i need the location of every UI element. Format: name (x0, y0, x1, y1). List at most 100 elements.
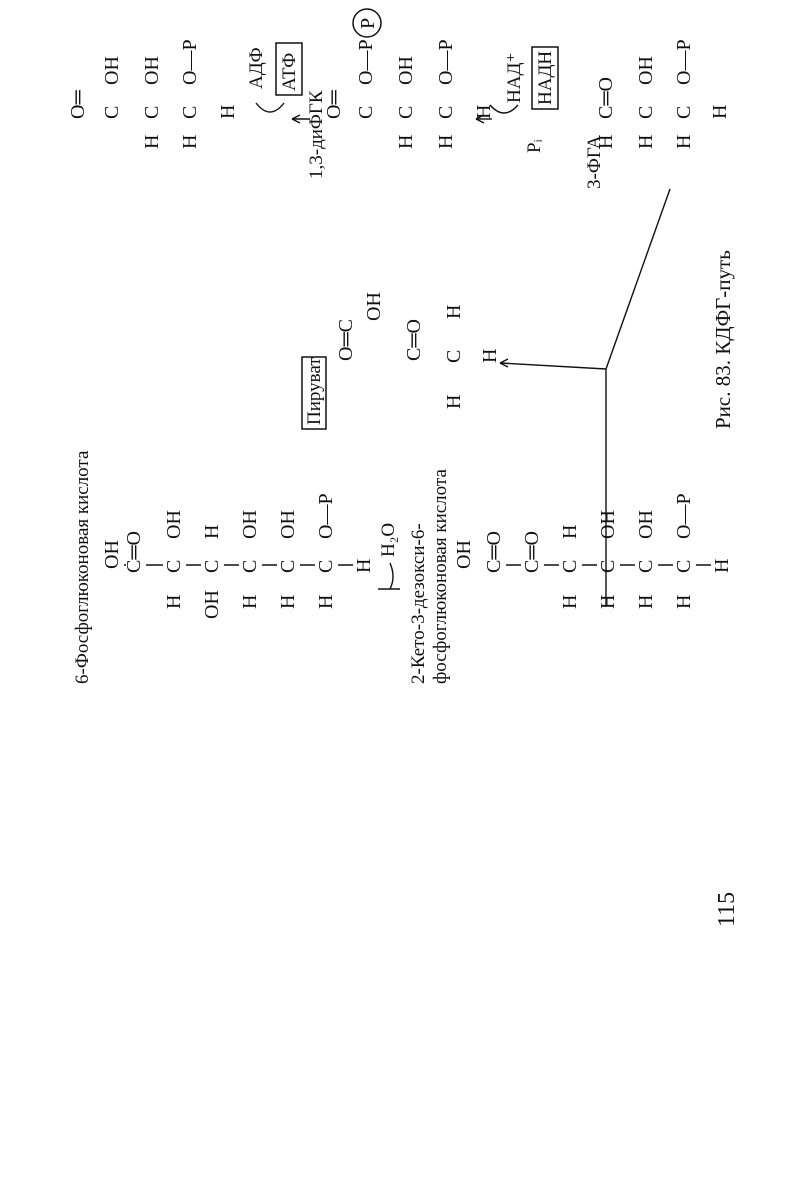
atom: C═O (403, 319, 425, 361)
aldolase-split-to-pyruvate (499, 362, 607, 370)
atom: C (395, 106, 417, 119)
atom: C (101, 106, 123, 119)
atom: C (355, 106, 377, 119)
kdpg-structure: OH C═O C═O H C H H C OH H C OH H C O—P H (453, 493, 733, 609)
phosphate-circle (352, 8, 382, 38)
water-label: H₂O (378, 523, 399, 557)
rotated-content: 6-Фосфоглюконовая кислота OH C═O H C OH … (67, 8, 740, 927)
adp-label: АДФ (246, 47, 267, 89)
atom: H (315, 595, 337, 609)
atom: C (597, 560, 619, 573)
atom: OH (239, 510, 261, 539)
atom: C (201, 560, 223, 573)
nadh-label: НАДН (535, 51, 556, 105)
atom: OH (201, 590, 223, 619)
adp-curve (255, 102, 285, 113)
gluconate-name: 6-Фосфоглюконовая кислота (72, 450, 93, 684)
g3p-name: 3-ФГА (584, 135, 605, 189)
atom: H (673, 595, 695, 609)
pyruvate-structure: O═C OH C═O H C H H (335, 292, 501, 409)
atom: C (635, 560, 657, 573)
atom: H (559, 525, 581, 539)
atom: C (559, 560, 581, 573)
kdpg-name-line2: фосфоглюконовая кислота (430, 469, 451, 684)
atom: H (479, 349, 501, 363)
atom: H (435, 135, 457, 149)
gluconate-structure: OH C═O H C OH OH C H H C OH H C OH H C O… (101, 493, 375, 619)
kinase-arrowhead (291, 114, 301, 124)
atom: O═ (67, 90, 89, 119)
nadh-box (531, 46, 559, 110)
atom: O—P (315, 493, 337, 539)
atom: OH (141, 56, 163, 85)
atom: H (353, 559, 375, 573)
bpg-structure: O═ C O—P P H C OH H C O—P H (323, 8, 495, 149)
atp-label: АТФ (279, 53, 300, 91)
bpg-name: 1,3-диФГК (306, 90, 327, 179)
atom: OH (597, 510, 619, 539)
atom: H (711, 559, 733, 573)
atom: H (597, 595, 619, 609)
atom: OH (395, 56, 417, 85)
water-release-curve (389, 562, 394, 590)
atom: C═O (595, 77, 617, 119)
atom: H (443, 395, 465, 409)
atom: H (443, 305, 465, 319)
atom: C═O (483, 531, 505, 573)
pi-label: Pᵢ (524, 139, 545, 153)
nad-curve (489, 104, 519, 114)
atom: H (673, 135, 695, 149)
atom: H (201, 525, 223, 539)
atom: O—P (673, 39, 695, 85)
atom: C (163, 560, 185, 573)
atom: OH (363, 292, 385, 321)
atom: H (635, 135, 657, 149)
pga-structure: O═ C OH H C OH H C O—P H (67, 39, 239, 149)
aldolase-split-to-g3p (605, 188, 671, 607)
atom: O═C (335, 319, 357, 361)
atom: H (473, 105, 495, 119)
atom: O═ (323, 90, 345, 119)
gluconate-chain: H C OH OH C H H C OH H C OH H C O—P H (163, 493, 375, 619)
atp-box (275, 42, 303, 96)
atom: H (141, 135, 163, 149)
atom: H (395, 135, 417, 149)
atom: C (277, 560, 299, 573)
gluconate-co: C═O (123, 531, 145, 573)
atom: H (163, 595, 185, 609)
atom: OH (635, 510, 657, 539)
gluconate-oh-top: OH (101, 540, 123, 569)
atom: C═O (521, 531, 543, 573)
atom: O—P (673, 493, 695, 539)
atom: C (443, 350, 465, 363)
kdpg-name-line1: 2-Кето-3-дезокси-6- (408, 523, 429, 684)
atom: H (277, 595, 299, 609)
pyruvate-box (301, 356, 327, 430)
phosphate-circle-label: P (357, 18, 379, 29)
pyruvate-arrowhead (499, 358, 509, 368)
atom: OH (635, 56, 657, 85)
page-number: 115 (714, 892, 740, 927)
figure-caption: Рис. 83. КДФГ-путь (711, 250, 735, 429)
atom: O—P (435, 39, 457, 85)
atom: C (673, 106, 695, 119)
atom: OH (163, 510, 185, 539)
atom: H (239, 595, 261, 609)
atom: C (435, 106, 457, 119)
atom: C (179, 106, 201, 119)
atom: C (141, 106, 163, 119)
atom: O—P (179, 39, 201, 85)
atom: O—P (355, 39, 377, 85)
atom: H (559, 595, 581, 609)
atom: C (315, 560, 337, 573)
pyruvate-name: Пируват (304, 357, 325, 425)
atom: C (239, 560, 261, 573)
g3p-structure: H C═O H C OH H C O—P H (595, 39, 731, 149)
atom: H (179, 135, 201, 149)
atom: C (673, 560, 695, 573)
atom: H (709, 105, 731, 119)
nad-label: НАД⁺ (504, 53, 525, 103)
atom: OH (277, 510, 299, 539)
